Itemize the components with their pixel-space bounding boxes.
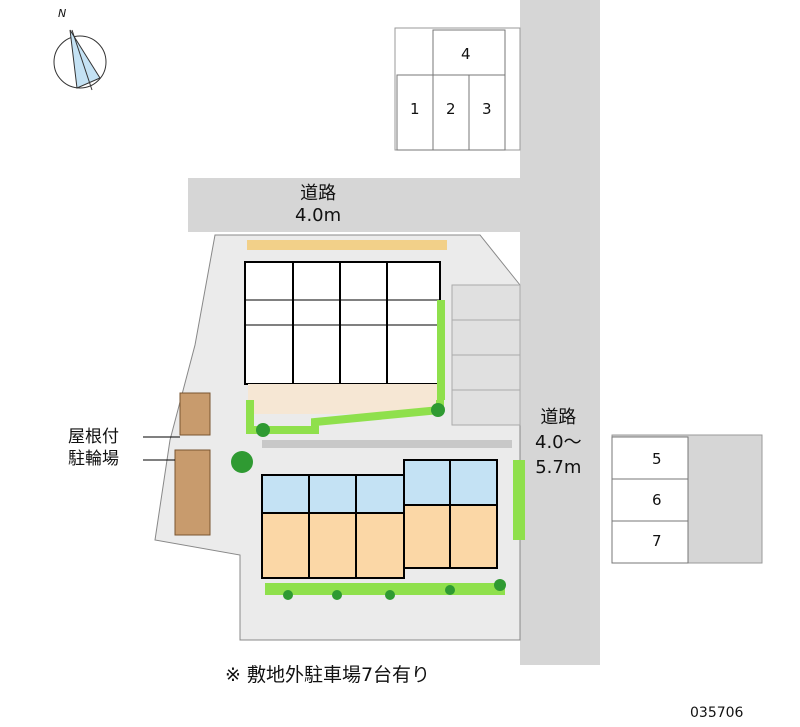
site-parking: [451, 284, 521, 426]
north-road: [188, 178, 528, 232]
parking-space-2: 2: [446, 100, 456, 118]
north-road-label: 道路 4.0m: [295, 183, 341, 227]
parking-space-7: 7: [652, 532, 662, 550]
bicycle-parking-line2: 駐輪場: [68, 449, 119, 469]
east-road-width-1: 4.0～: [535, 432, 582, 453]
parking-space-1: 1: [410, 100, 420, 118]
north-road-name: 道路: [300, 183, 337, 204]
east-road-width-2: 5.7m: [535, 457, 582, 478]
building-lower: [261, 440, 525, 595]
bicycle-shed-2: [174, 449, 211, 536]
bicycle-shed-1: [179, 392, 211, 436]
parking-space-5: 5: [652, 450, 662, 468]
property-code: 035706: [690, 705, 744, 721]
parking-space-4: 4: [461, 45, 471, 63]
trees: [231, 403, 506, 600]
building-upper: [244, 240, 447, 434]
parking-lot-right: [611, 434, 763, 564]
compass-icon: [53, 29, 107, 91]
parking-lot-top: [394, 27, 521, 151]
north-road-width: 4.0m: [295, 205, 342, 226]
parking-space-6: 6: [652, 491, 662, 509]
parking-space-3: 3: [482, 100, 492, 118]
east-road: [520, 0, 600, 665]
bicycle-parking-label: 屋根付 駐輪場: [68, 426, 119, 470]
east-road-label: 道路 4.0～ 5.7m: [535, 405, 582, 480]
east-road-name: 道路: [540, 407, 577, 428]
offsite-parking-note: ※ 敷地外駐車場7台有り: [225, 664, 431, 686]
compass-north-label: N: [58, 7, 67, 20]
bicycle-parking-line1: 屋根付: [68, 427, 119, 447]
